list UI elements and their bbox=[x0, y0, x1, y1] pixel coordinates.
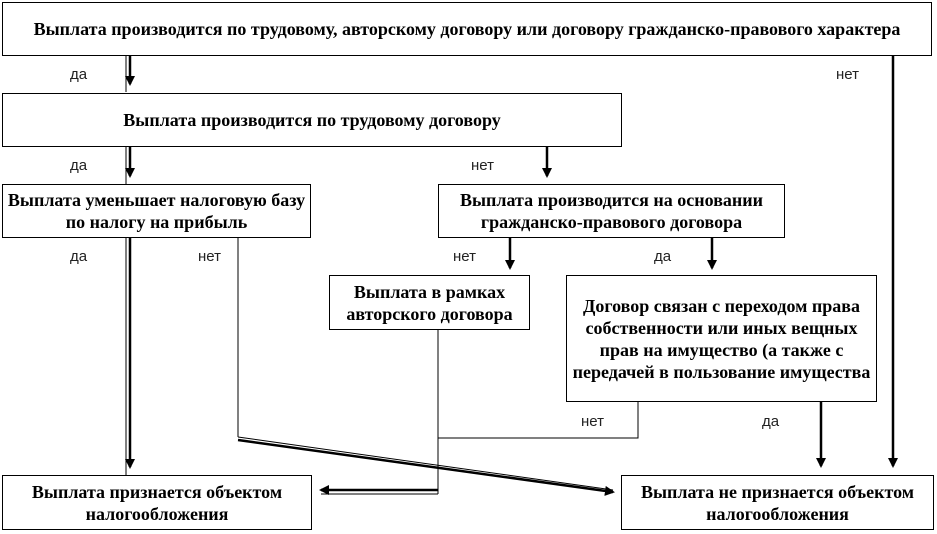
node-not-taxable-text: Выплата не признается объектом налогообл… bbox=[640, 481, 915, 524]
arrow-reduce-to-taxable bbox=[125, 238, 135, 475]
node-reduce-tax-base: Выплата уменьшает налоговую базу по нало… bbox=[2, 184, 311, 238]
label-property-yes: да bbox=[762, 413, 780, 430]
arrow-root-to-labor bbox=[125, 55, 135, 92]
arrow-author-and-property-to-taxable bbox=[319, 330, 639, 495]
node-not-taxable: Выплата не признается объектом налогообл… bbox=[621, 475, 934, 530]
label-labor-yes: да bbox=[70, 157, 88, 174]
node-taxable: Выплата признается объектом налогообложе… bbox=[2, 475, 312, 530]
arrow-reduce-to-not-taxable bbox=[237, 238, 615, 496]
label-civil-no: нет bbox=[453, 248, 476, 265]
node-civil-contract: Выплата производится на основании гражда… bbox=[438, 184, 785, 238]
label-root-yes: да bbox=[70, 66, 88, 83]
label-reduce-yes: да bbox=[70, 248, 88, 265]
label-reduce-no: нет bbox=[198, 248, 221, 265]
label-civil-yes: да bbox=[654, 248, 672, 265]
node-root-text: Выплата производится по трудовому, автор… bbox=[33, 19, 901, 39]
node-property-rights: Договор связан с переходом права собстве… bbox=[566, 275, 877, 402]
node-labor-contract: Выплата производится по трудовому догово… bbox=[2, 93, 622, 147]
label-property-no: нет bbox=[581, 413, 604, 430]
node-reduce-tax-base-text: Выплата уменьшает налоговую базу по нало… bbox=[7, 190, 306, 232]
arrow-labor-to-reduce-base bbox=[125, 147, 135, 184]
node-civil-contract-text: Выплата производится на основании гражда… bbox=[459, 190, 764, 232]
node-root: Выплата производится по трудовому, автор… bbox=[2, 2, 932, 56]
node-labor-contract-text: Выплата производится по трудовому догово… bbox=[123, 110, 501, 130]
node-property-rights-text: Договор связан с переходом права собстве… bbox=[572, 295, 871, 382]
label-root-no: нет bbox=[836, 66, 859, 83]
label-labor-no: нет bbox=[471, 157, 494, 174]
node-taxable-text: Выплата признается объектом налогообложе… bbox=[31, 481, 283, 524]
node-author-contract-text: Выплата в рамках авторского договора bbox=[346, 281, 513, 324]
node-author-contract: Выплата в рамках авторского договора bbox=[329, 275, 530, 330]
